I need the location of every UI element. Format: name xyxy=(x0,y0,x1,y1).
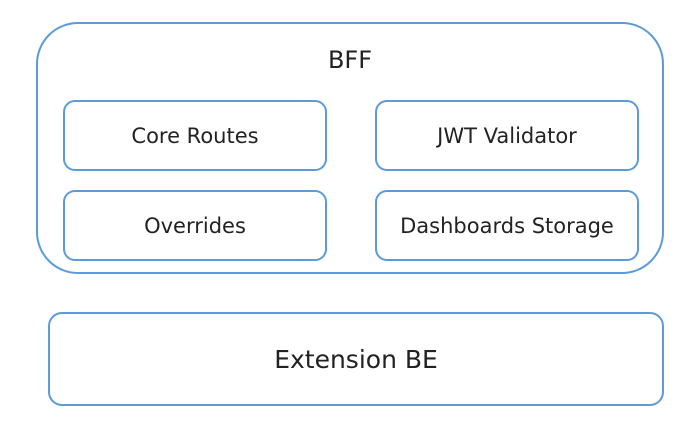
bff-title: BFF xyxy=(327,46,373,74)
overrides-box: Overrides xyxy=(63,190,327,261)
dashboards-storage-box: Dashboards Storage xyxy=(375,190,639,261)
jwt-validator-box: JWT Validator xyxy=(375,100,639,171)
core-routes-box: Core Routes xyxy=(63,100,327,171)
extension-be-box: Extension BE xyxy=(48,312,664,406)
